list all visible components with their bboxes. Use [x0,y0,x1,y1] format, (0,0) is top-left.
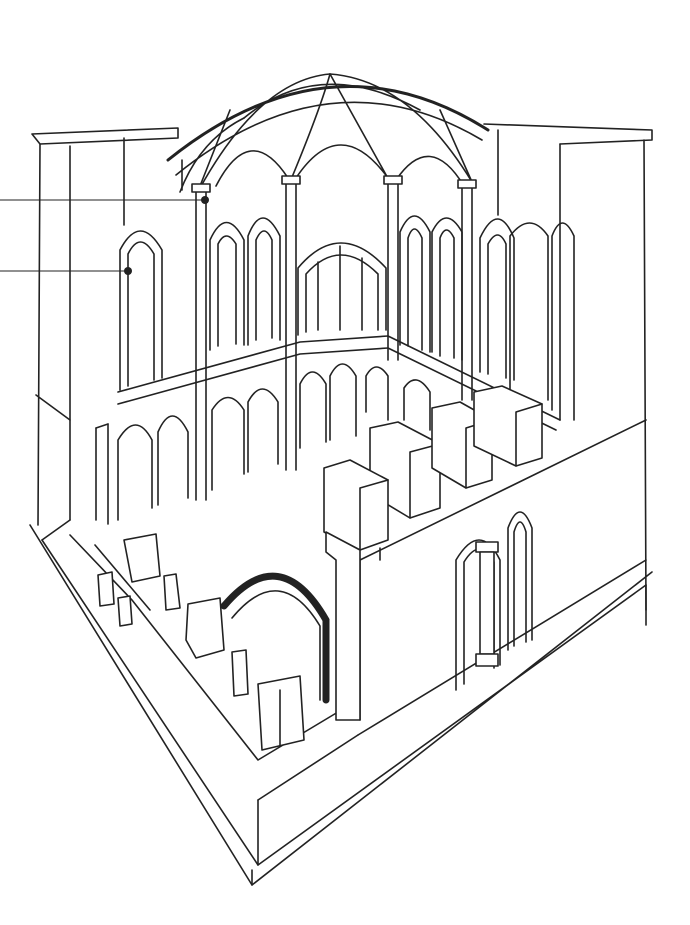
front-windows [455,511,533,691]
clerestory-windows [119,215,575,421]
apse-vault [166,73,490,193]
floor-base [29,519,653,886]
crypt-arch [220,572,330,704]
lower-arcade [95,363,431,525]
choir-stalls [369,385,543,519]
vault-shafts [191,175,477,501]
outer-walls [31,123,653,611]
callout-lines [0,196,209,275]
central-pier [323,459,389,721]
string-course [117,335,561,431]
column-bases [97,533,305,751]
inner-floor [69,534,359,761]
